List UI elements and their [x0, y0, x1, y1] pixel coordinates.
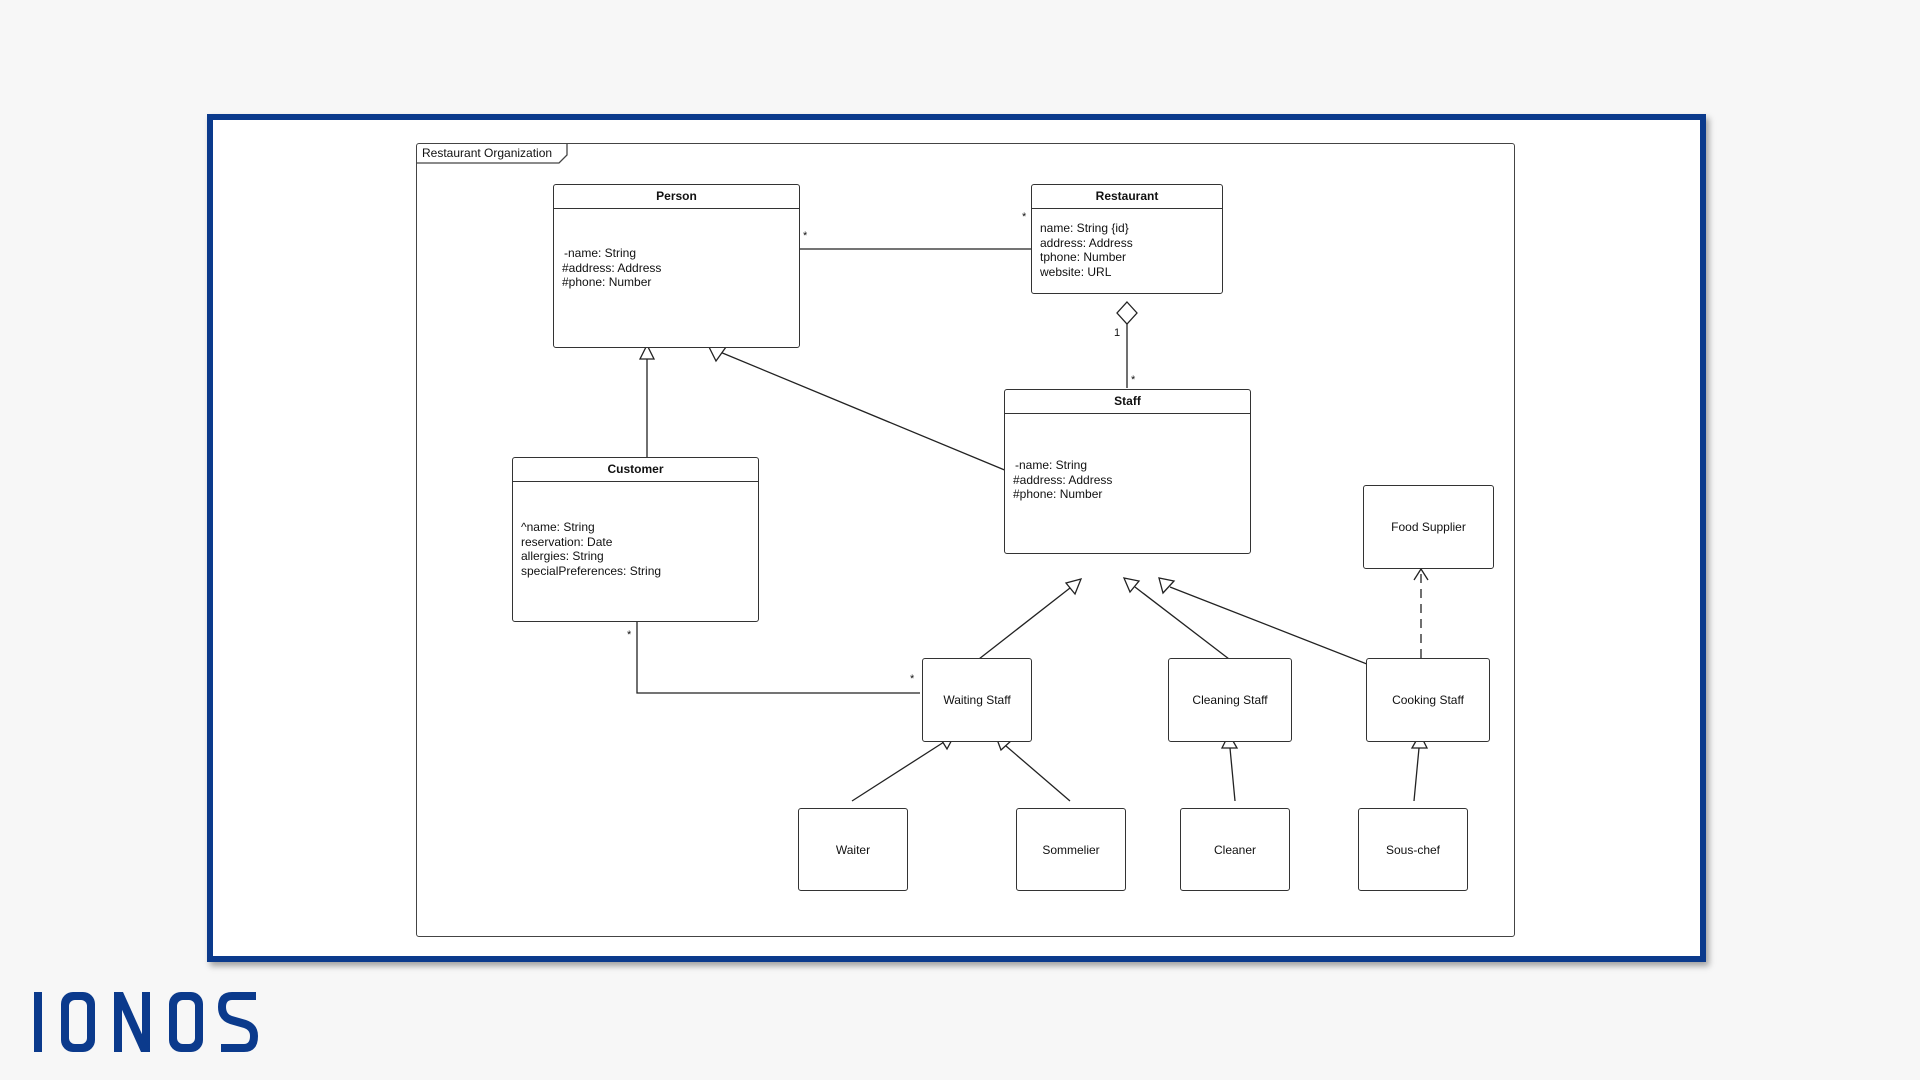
class-attribute: ^name: String: [521, 520, 595, 534]
class-attribute: #phone: Number: [562, 275, 652, 290]
class-attribute: #address: Address: [1013, 472, 1113, 487]
class-name: Person: [554, 185, 799, 209]
diagram-frame: Restaurant Organization: [207, 114, 1706, 962]
mult-person-end: *: [803, 230, 808, 242]
ionos-logo: [34, 992, 258, 1052]
class-attribute: #phone: Number: [1013, 487, 1103, 502]
class-attribute: specialPreferences: String: [521, 564, 662, 579]
class-name: Staff: [1005, 390, 1250, 414]
gen-waiter-waiting: [851, 741, 945, 802]
assoc-customer-waiting: [636, 622, 920, 694]
class-attribute: -name: String: [1015, 458, 1088, 472]
class-attributes: ^name: String reservation: Date allergie…: [513, 482, 758, 579]
gen-cleaning-staff: [1134, 586, 1230, 660]
package-title: Restaurant Organization: [422, 146, 553, 160]
mult-aggregation-restaurant-end: 1: [1114, 327, 1121, 339]
class-customer[interactable]: Customer ^name: String reservation: Date…: [512, 457, 759, 622]
box-cooking-staff[interactable]: Cooking Staff: [1366, 658, 1490, 742]
gen-staff-person: [719, 351, 1008, 472]
class-attributes: -name: String #address: Address #phone: …: [554, 209, 799, 290]
class-staff[interactable]: Staff -name: String #address: Address #p…: [1004, 389, 1251, 554]
class-name: Customer: [513, 458, 758, 482]
gen-souschef-cooking: [1413, 747, 1420, 802]
class-attribute: address: Address: [1040, 235, 1133, 250]
connectors: [636, 248, 1437, 802]
class-person[interactable]: Person -name: String #address: Address #…: [553, 184, 800, 348]
box-waiting-staff[interactable]: Waiting Staff: [922, 658, 1032, 742]
class-attribute: -name: String: [564, 246, 637, 260]
box-cleaning-staff[interactable]: Cleaning Staff: [1168, 658, 1292, 742]
gen-cleaner-cleaning: [1229, 747, 1236, 802]
class-attribute: website: URL: [1040, 265, 1112, 280]
package-tab: [417, 144, 568, 164]
box-waiter[interactable]: Waiter: [798, 808, 908, 891]
class-restaurant[interactable]: Restaurant name: String {id} address: Ad…: [1031, 184, 1223, 294]
box-sous-chef[interactable]: Sous-chef: [1358, 808, 1468, 891]
class-attribute: tphone: Number: [1040, 250, 1127, 265]
class-attribute: reservation: Date: [521, 534, 613, 549]
gen-sommelier-waiting: [1005, 745, 1071, 802]
mult-aggregation-staff-end: *: [1131, 374, 1136, 386]
aggregation-diamond: [1116, 301, 1138, 325]
class-attribute: name: String {id}: [1040, 221, 1129, 235]
class-name: Restaurant: [1032, 185, 1222, 209]
mult-waiting-end: *: [910, 673, 915, 685]
package-restaurant-organization: Restaurant Organization: [416, 143, 1515, 937]
box-cleaner[interactable]: Cleaner: [1180, 808, 1290, 891]
box-food-supplier[interactable]: Food Supplier: [1363, 485, 1494, 569]
class-attributes: -name: String #address: Address #phone: …: [1005, 414, 1250, 502]
class-attributes: name: String {id} address: Address tphon…: [1032, 209, 1222, 280]
class-attribute: #address: Address: [562, 260, 662, 275]
class-attribute: allergies: String: [521, 549, 604, 564]
mult-customer-end: *: [627, 629, 632, 641]
mult-restaurant-end: *: [1022, 211, 1027, 223]
gen-waiting-staff: [978, 587, 1071, 660]
box-sommelier[interactable]: Sommelier: [1016, 808, 1126, 891]
